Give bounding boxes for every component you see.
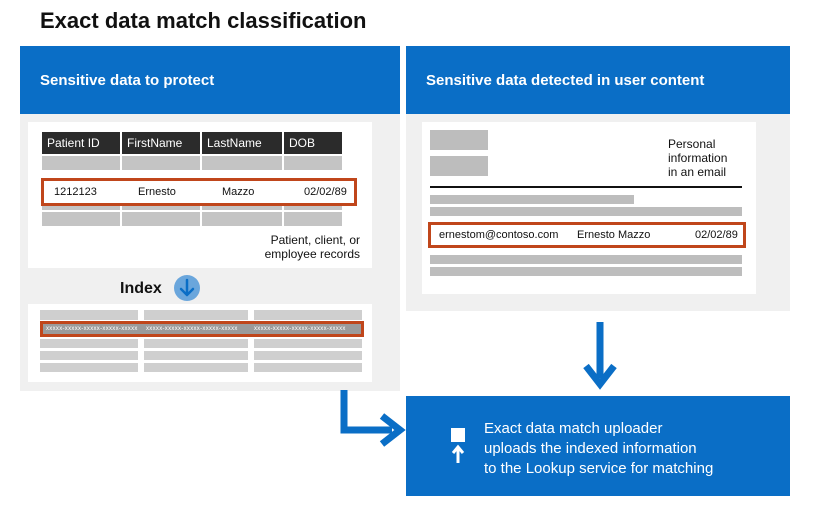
index-row: [254, 310, 362, 320]
hashed-value: xxxxx-xxxxx-xxxxx-xxxxx-xxxxx: [46, 326, 138, 332]
email-body-line: [430, 255, 742, 264]
index-row: [144, 363, 248, 372]
email-caption-line1: Personal: [668, 137, 716, 151]
detected-content-row: ernestom@contoso.com Ernesto Mazzo 02/02…: [428, 222, 746, 248]
detected-name: Ernesto Mazzo: [577, 229, 651, 241]
records-caption-line1: Patient, client, or: [270, 233, 360, 247]
record-patient-id: 1212123: [54, 186, 97, 198]
arrow-down-circle-icon: [172, 273, 202, 308]
uploader-box: [406, 396, 790, 496]
arrow-right-elbow-icon: [330, 390, 412, 453]
index-row: [40, 339, 138, 348]
detected-dob: 02/02/89: [695, 229, 738, 241]
column-header-patient-id: Patient ID: [42, 132, 120, 154]
email-caption: Personal information in an email: [668, 137, 748, 179]
records-caption: Patient, client, or employee records: [230, 233, 360, 261]
index-row: [40, 363, 138, 372]
records-table: Patient ID FirstName LastName DOB: [40, 130, 344, 228]
index-row: [254, 339, 362, 348]
uploader-line3: to the Lookup service for matching: [484, 460, 714, 477]
hashed-value: xxxxx-xxxxx-xxxxx-xxxxx-xxxxx: [254, 326, 346, 332]
index-row: [40, 351, 138, 360]
column-header-dob: DOB: [284, 132, 342, 154]
hashed-values-row: xxxxx-xxxxx-xxxxx-xxxxx-xxxxx xxxxx-xxxx…: [46, 324, 362, 334]
left-panel-header: Sensitive data to protect: [20, 46, 400, 114]
email-placeholder-block: [430, 156, 488, 176]
uploader-line1: Exact data match uploader: [484, 420, 663, 437]
uploader-description: Exact data match uploader uploads the in…: [484, 419, 713, 479]
email-body-line: [430, 267, 742, 276]
page-title: Exact data match classification: [40, 8, 367, 33]
records-header-row: Patient ID FirstName LastName DOB: [42, 132, 342, 154]
index-row: [40, 310, 138, 320]
record-dob: 02/02/89: [304, 186, 347, 198]
email-body-line: [430, 207, 742, 216]
email-body-line: [430, 195, 634, 204]
right-panel-header: Sensitive data detected in user content: [406, 46, 790, 114]
index-row: [254, 351, 362, 360]
index-row: [144, 339, 248, 348]
uploader-line2: uploads the indexed information: [484, 440, 697, 457]
email-caption-line2: information: [668, 151, 728, 165]
column-header-firstname: FirstName: [122, 132, 200, 154]
index-row: [254, 363, 362, 372]
email-placeholder-block: [430, 130, 488, 150]
highlighted-record-row: 1212123 Ernesto Mazzo 02/02/89: [41, 178, 357, 206]
email-divider: [430, 186, 742, 188]
upload-icon: [450, 428, 466, 469]
index-row: [144, 351, 248, 360]
table-row: [42, 212, 342, 226]
index-label: Index: [120, 280, 162, 297]
column-header-lastname: LastName: [202, 132, 282, 154]
records-caption-line2: employee records: [264, 247, 360, 261]
table-row: [42, 156, 342, 170]
arrow-down-icon: [582, 320, 618, 397]
record-lastname: Mazzo: [222, 186, 255, 198]
hashed-value: xxxxx-xxxxx-xxxxx-xxxxx-xxxxx: [146, 326, 238, 332]
index-row: [144, 310, 248, 320]
highlighted-index-row: [40, 321, 364, 337]
email-caption-line3: in an email: [668, 165, 727, 179]
detected-email: ernestom@contoso.com: [439, 229, 559, 241]
highlight-row-fill: [42, 178, 354, 206]
record-firstname: Ernesto: [138, 186, 176, 198]
